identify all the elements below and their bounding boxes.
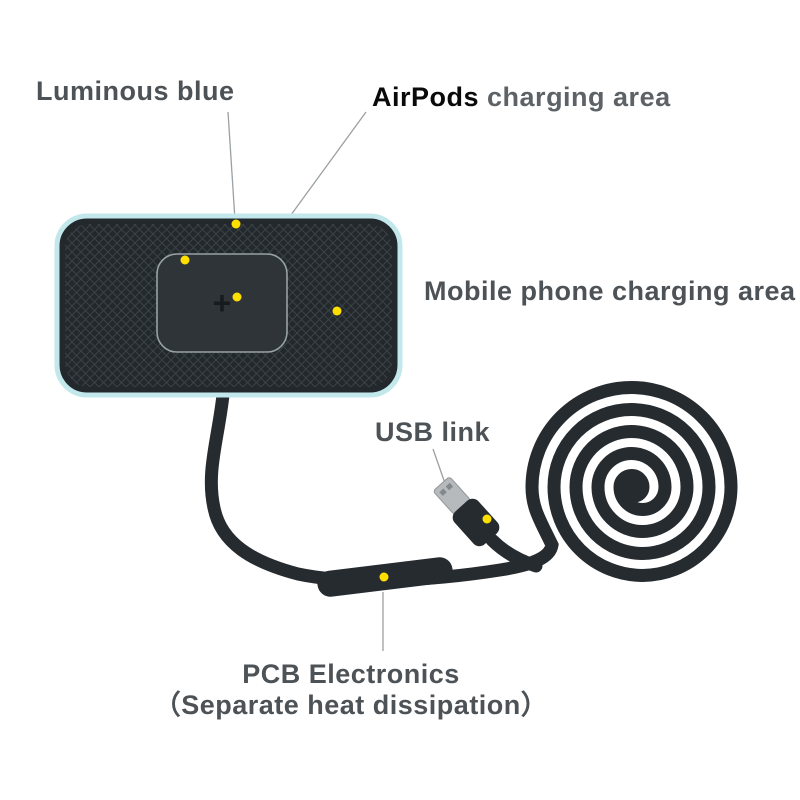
label-pcb-electronics: PCB Electronics （Separate heat dissipati…	[154, 659, 549, 721]
label-pcb-line2: （Separate heat dissipation）	[153, 690, 549, 721]
marker-dot-airpods-zone	[232, 292, 242, 302]
marker-dot-phone-zone	[332, 306, 342, 316]
luminous-blue-pointer-line	[227, 111, 236, 221]
label-airpods-rest: charging area	[479, 82, 671, 112]
label-airpods-charging-area: AirPods charging area	[372, 82, 671, 113]
marker-dot-luminous	[180, 255, 190, 265]
marker-dots	[180, 219, 492, 582]
airpods-pointer-line	[287, 111, 367, 220]
label-luminous-blue: Luminous blue	[36, 76, 235, 106]
plus-mark: +	[213, 285, 232, 321]
label-pcb-line1: PCB Electronics	[242, 659, 460, 689]
usb-connector	[433, 477, 500, 547]
airpods-charging-zone	[156, 253, 288, 353]
label-usb-link: USB link	[375, 417, 491, 447]
usb-pin-slot-left	[439, 488, 447, 496]
marker-dot-pad-edge	[231, 219, 241, 229]
label-mobile-phone-charging-area: Mobile phone charging area	[424, 276, 796, 306]
label-airpods-bold: AirPods	[372, 82, 480, 112]
usb-plug-body	[452, 498, 500, 547]
marker-dot-pcb	[379, 572, 389, 582]
charging-pad: +	[54, 213, 403, 398]
charging-cable-and-coil	[204, 381, 738, 588]
usb-pin-slot-right	[445, 482, 454, 491]
usb-cable-tail	[485, 533, 543, 573]
marker-dot-usb	[482, 514, 492, 524]
